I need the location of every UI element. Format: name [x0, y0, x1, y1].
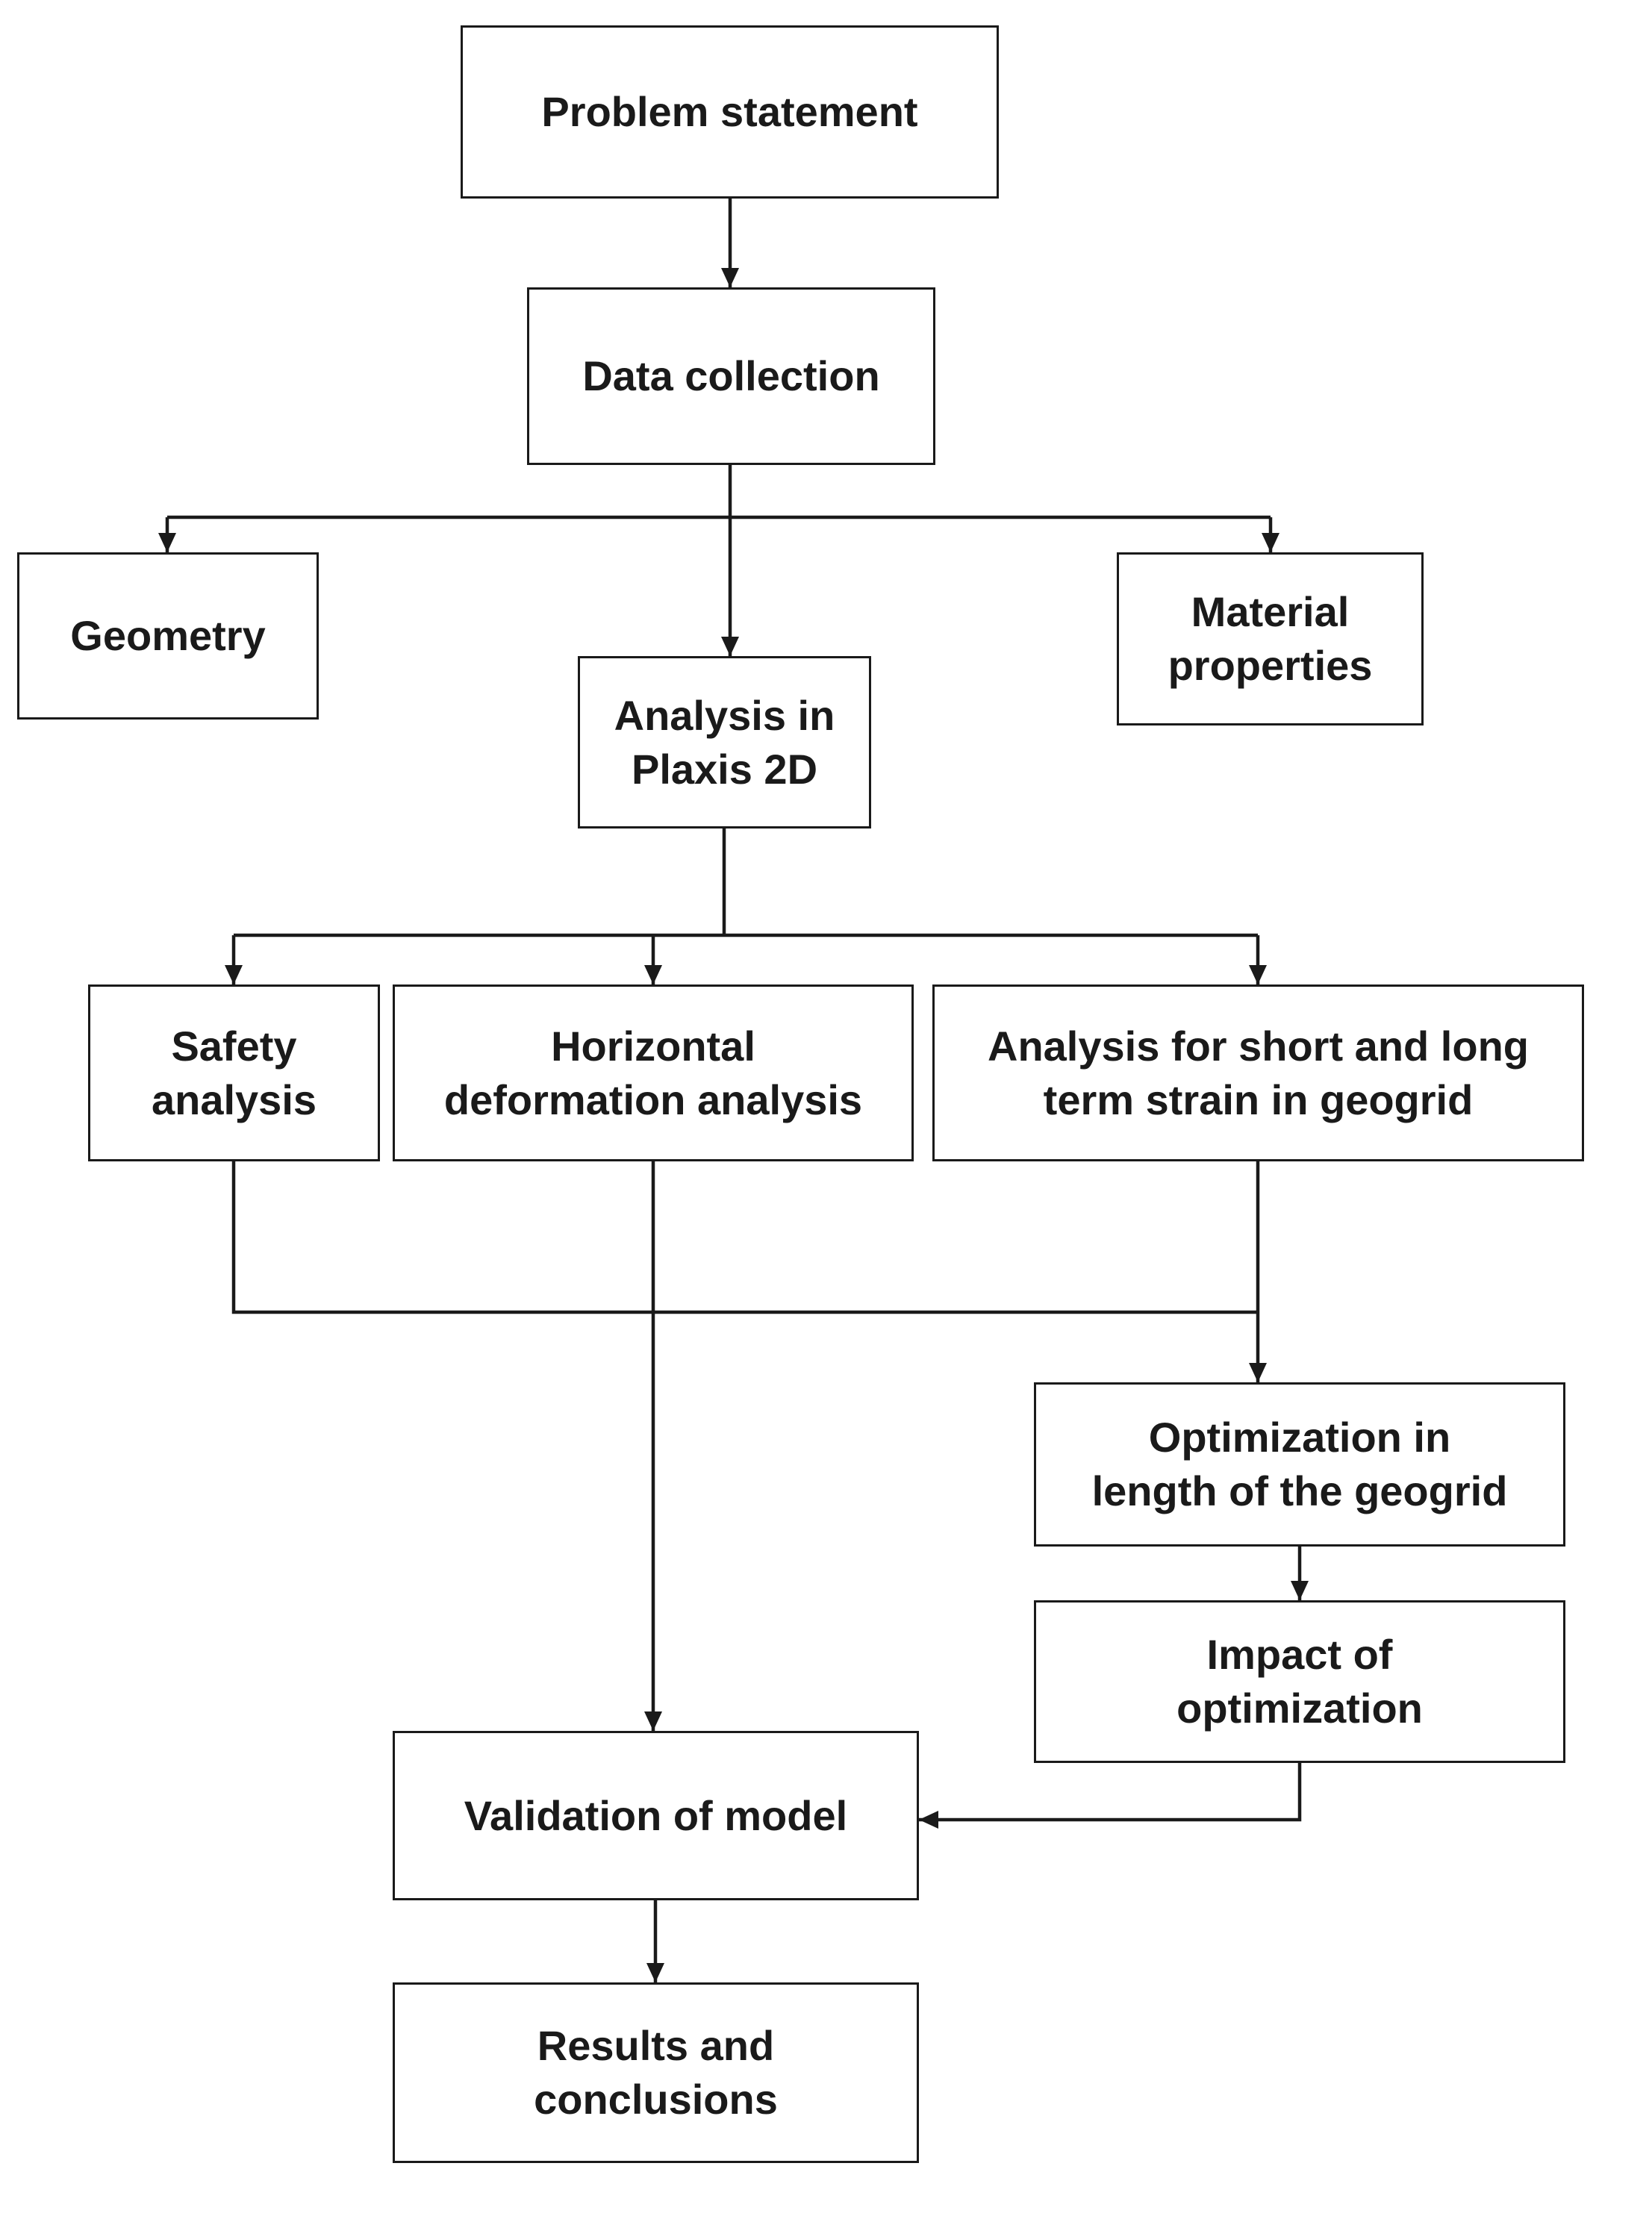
node-material-properties-label: Material properties	[1168, 588, 1373, 689]
node-problem-statement-label: Problem statement	[541, 88, 918, 136]
node-data-collection: Data collection	[527, 287, 935, 465]
edge-safety-to-optimization-join	[231, 1161, 1259, 1314]
node-horizontal-deformation-analysis: Horizontal deformation analysis	[393, 984, 914, 1161]
node-geometry: Geometry	[17, 552, 319, 720]
node-short-long-term-strain-analysis-label: Analysis for short and long term strain …	[988, 1022, 1529, 1123]
node-optimization-geogrid-length: Optimization in length of the geogrid	[1034, 1382, 1565, 1547]
node-short-long-term-strain-analysis: Analysis for short and long term strain …	[932, 984, 1584, 1161]
node-results-and-conclusions-label: Results and conclusions	[534, 2022, 778, 2123]
node-geometry-label: Geometry	[70, 612, 266, 660]
node-validation-of-model-label: Validation of model	[464, 1791, 848, 1839]
node-analysis-in-plaxis-2d: Analysis in Plaxis 2D	[578, 656, 871, 828]
node-optimization-geogrid-length-label: Optimization in length of the geogrid	[1091, 1414, 1508, 1514]
node-material-properties: Material properties	[1117, 552, 1424, 725]
node-problem-statement: Problem statement	[461, 25, 999, 199]
node-impact-of-optimization: Impact of optimization	[1034, 1600, 1565, 1763]
node-impact-of-optimization-label: Impact of optimization	[1176, 1631, 1423, 1732]
edge-impact-to-validation	[919, 1763, 1302, 1829]
node-results-and-conclusions: Results and conclusions	[393, 1982, 919, 2163]
node-analysis-in-plaxis-2d-label: Analysis in Plaxis 2D	[614, 691, 835, 793]
node-data-collection-label: Data collection	[582, 352, 880, 400]
node-validation-of-model: Validation of model	[393, 1731, 919, 1900]
node-safety-analysis-label: Safety analysis	[151, 1022, 317, 1123]
node-safety-analysis: Safety analysis	[88, 984, 380, 1161]
node-horizontal-deformation-analysis-label: Horizontal deformation analysis	[443, 1022, 863, 1123]
